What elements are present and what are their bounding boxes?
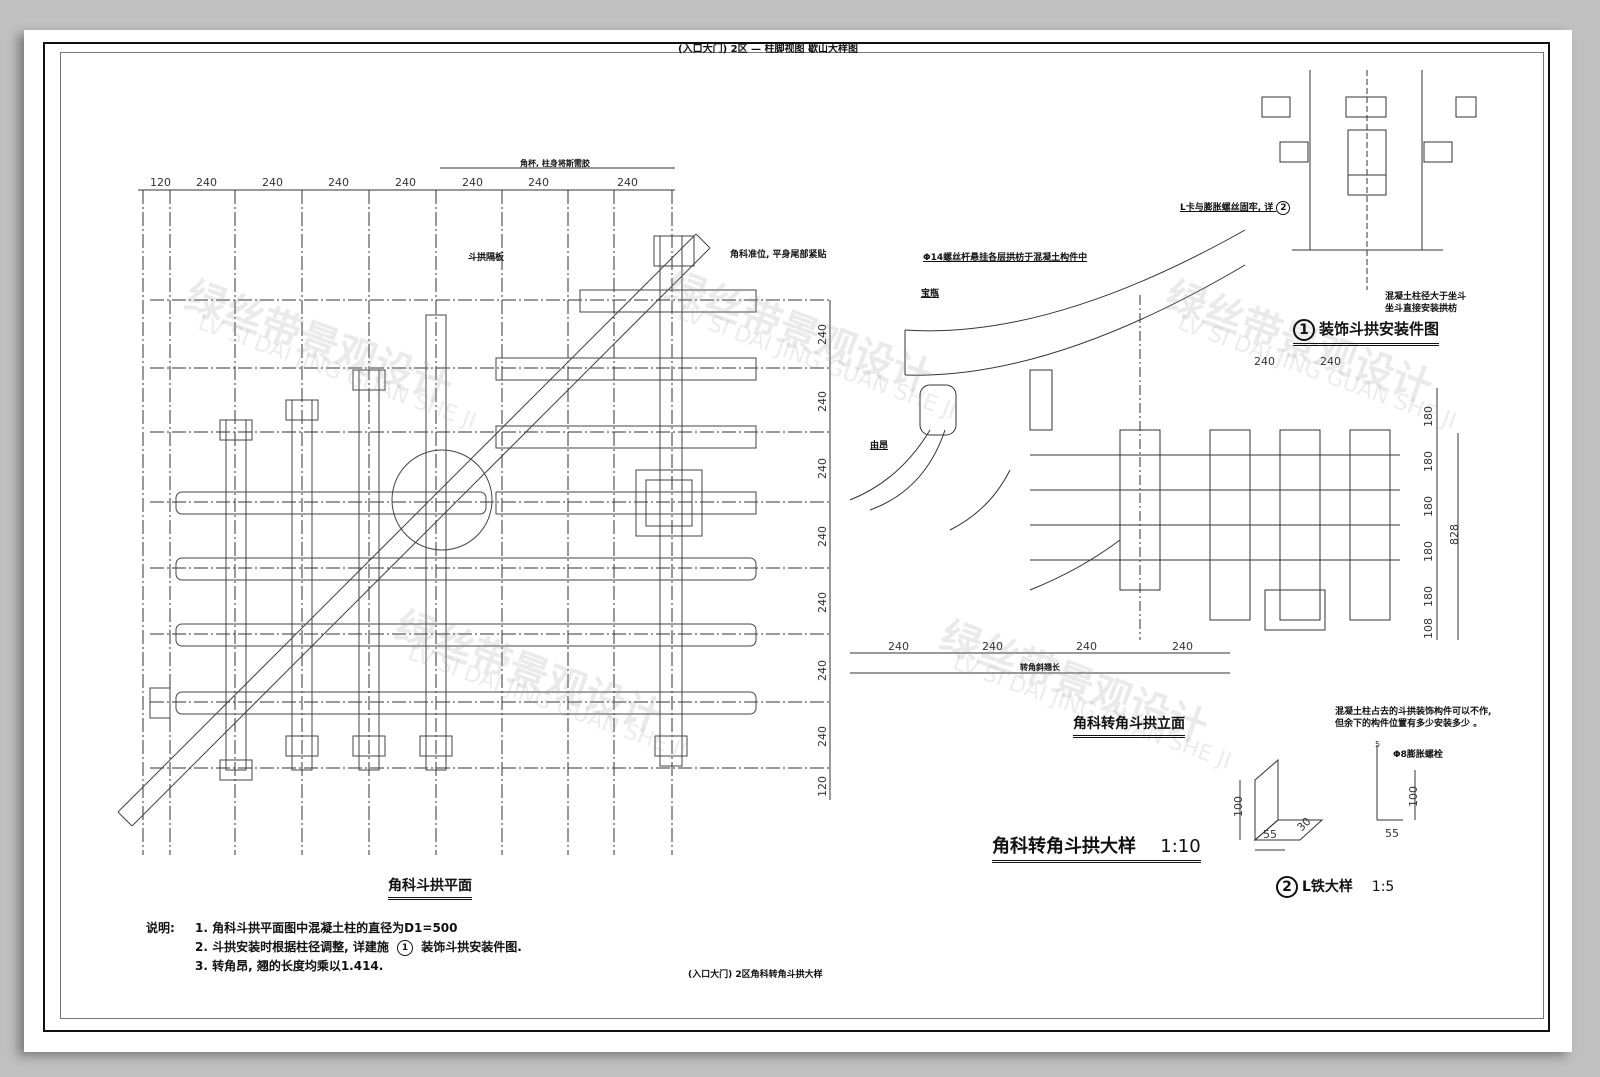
callout-rod: Φ14螺丝杆悬挂各层拱枋于混凝土构件中: [923, 253, 1088, 263]
callout-bracket-board: 斗拱隔板: [468, 253, 505, 263]
elev-right-dim: 180: [1422, 496, 1435, 517]
plan-top-dim: 240: [528, 176, 549, 189]
plan-side-dim: 240: [816, 391, 829, 412]
plan-title: 角科斗拱平面: [388, 875, 472, 900]
big-title: 角科转角斗拱大样 1:10: [992, 832, 1201, 863]
elev-right-dim: 180: [1422, 586, 1435, 607]
note-item-2-ref: 装饰斗拱安装件图.: [421, 940, 522, 954]
elev-bottom-total-label: 转角斜翘长: [1020, 663, 1060, 672]
big-title-text: 角科转角斗拱大样: [992, 836, 1136, 857]
l-iron-side-dim-top: 5: [1375, 740, 1381, 749]
elev-bottom-dim: 240: [1076, 640, 1097, 653]
plan-side-dim: 240: [816, 324, 829, 345]
detail-number-2: 2: [1276, 876, 1298, 898]
elev-note-line2: 但余下的构件位置有多少安装多少 。: [1335, 719, 1483, 729]
l-iron-scale: 1:5: [1371, 879, 1395, 895]
plan-top-group-label: 角杯, 柱身将斯需胶: [520, 159, 590, 168]
ref-symbol-icon: 1: [397, 939, 414, 956]
l-iron-title-text: L铁大样: [1302, 879, 1353, 895]
detail-number-1: 1: [1293, 318, 1315, 341]
l-iron-side-dim-height: 100: [1407, 786, 1420, 807]
notes-list: 1. 角科斗拱平面图中混凝土柱的直径为D1=500 2. 斗拱安装时根据柱径调整…: [195, 919, 522, 976]
callout-youang: 由昂: [870, 441, 889, 451]
install-dim: 240: [1320, 355, 1341, 368]
plan-top-dim: 240: [328, 176, 349, 189]
notes-label: 说明:: [146, 921, 175, 935]
plan-side-dim: 240: [816, 660, 829, 681]
l-iron-dim-height: 100: [1232, 796, 1245, 817]
callout-corner-position: 角科准位, 平身尾部紧贴: [730, 250, 827, 260]
plan-top-dim: 240: [262, 176, 283, 189]
install-detail-title-text: 装饰斗拱安装件图: [1319, 320, 1440, 338]
elev-bottom-dim: 240: [982, 640, 1003, 653]
install-dim: 240: [1254, 355, 1275, 368]
plan-top-dim: 240: [617, 176, 638, 189]
callout-ref-symbol: 2: [1276, 200, 1291, 215]
elev-right-dim: 180: [1422, 451, 1435, 472]
elev-right-dim: 180: [1422, 541, 1435, 562]
plan-side-dim: 240: [816, 726, 829, 747]
plan-side-dim: 240: [816, 458, 829, 479]
outer-frame: [43, 42, 1550, 1032]
plan-top-dim: 240: [395, 176, 416, 189]
note-item-2-text: 2. 斗拱安装时根据柱径调整, 详建施: [195, 940, 389, 954]
plan-top-dim: 240: [462, 176, 483, 189]
elev-right-dim: 180: [1422, 406, 1435, 427]
callout-baoping: 宝瓶: [921, 289, 940, 299]
elev-bottom-dim: 240: [888, 640, 909, 653]
drawing-sheet: [24, 30, 1572, 1052]
elevation-title: 角科转角斗拱立面: [1073, 713, 1185, 738]
plan-side-dim: 240: [816, 526, 829, 547]
sheet-header-title: (入口大门) 2区 — 柱脚视图 歇山大样图: [678, 44, 859, 55]
plan-side-dim: 120: [816, 776, 829, 797]
note-item-1: 1. 角科斗拱平面图中混凝土柱的直径为D1=500: [195, 921, 458, 935]
elev-right-total: 828: [1448, 524, 1461, 545]
inner-frame: [60, 52, 1544, 1019]
plan-top-dim: 120: [150, 176, 171, 189]
big-title-scale: 1:10: [1160, 836, 1201, 857]
plan-top-dim: 240: [196, 176, 217, 189]
callout-bolt: Φ8膨胀螺栓: [1393, 750, 1443, 760]
install-note-line2: 坐斗直接安装拱枋: [1385, 304, 1458, 314]
elev-right-dim: 108: [1422, 618, 1435, 639]
callout-lcard: L卡与膨胀螺丝固牢, 详 2: [1180, 200, 1294, 215]
callout-lcard-text: L卡与膨胀螺丝固牢, 详: [1180, 203, 1274, 213]
note-item-3: 3. 转角昂, 翘的长度均乘以1.414.: [195, 959, 384, 973]
install-note-line1: 混凝土柱径大于坐斗: [1385, 292, 1467, 302]
elev-bottom-dim: 240: [1172, 640, 1193, 653]
sheet-footer-title: (入口大门) 2区角科转角斗拱大样: [688, 970, 823, 980]
elev-note-line1: 混凝土柱占去的斗拱装饰构件可以不作,: [1335, 707, 1492, 717]
l-iron-dim-width: 55: [1263, 828, 1277, 841]
l-iron-side-dim-width: 55: [1385, 827, 1399, 840]
note-item-2: 2. 斗拱安装时根据柱径调整, 详建施 1 装饰斗拱安装件图.: [195, 938, 522, 957]
plan-side-dim: 240: [816, 592, 829, 613]
